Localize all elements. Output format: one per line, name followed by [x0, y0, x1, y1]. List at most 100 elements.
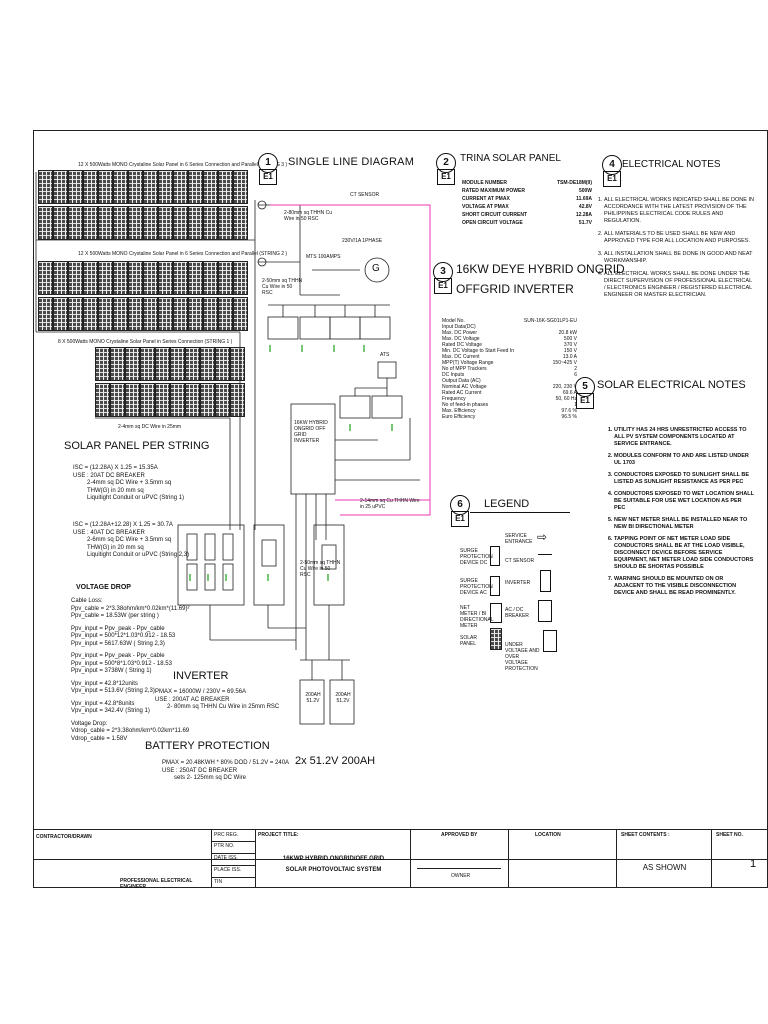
approved-cell: APPROVED BY OWNER — [411, 830, 509, 887]
detail-marker-2: 2 E1 — [436, 153, 456, 187]
spec-value: 51.7V — [578, 220, 592, 226]
solar-panel-icon — [203, 170, 218, 204]
divider — [212, 865, 256, 866]
solar-notes-list: UTILITY HAS 24 HRS UNRESTRICTED ACCESS T… — [600, 427, 754, 597]
note-item: CONDUCTORS EXPOSED TO WET LOCATION SHALL… — [614, 491, 754, 512]
solar-panel-icon — [170, 383, 185, 417]
calc-line: USE : 20AT DC BREAKER — [73, 472, 145, 479]
reg-label: TIN — [214, 879, 223, 885]
solar-panel-icon — [83, 261, 98, 295]
spec-label: SHORT CIRCUIT CURRENT — [462, 212, 527, 218]
contractor-cell: CONTRACTOR/DRAWN PROFESSIONAL ELECTRICAL… — [34, 830, 212, 890]
voltage-drop-title: VOLTAGE DROP — [76, 584, 131, 591]
detail-number: 6 — [450, 495, 470, 515]
wire-label-4: 2-14mm sq Cu THHN Wire in 25 uPVC — [360, 498, 420, 510]
calc-line: PMAX = 20.48KWH * 80% DOD / 51.2V = 240A — [162, 760, 290, 766]
approved-label: APPROVED BY — [441, 832, 478, 838]
mts-label: MTS 100AMPS — [306, 254, 341, 260]
spec-value: 11.69A — [576, 196, 592, 202]
calc-line: THW(G) in 20 mm sq — [87, 544, 144, 551]
calc-line: Ppv_cable = 18.53W (per string ) — [71, 613, 159, 619]
note-item: ALL ELECTRICAL WORKS SHALL BE DONE UNDER… — [604, 271, 754, 299]
solar-panel-icon — [158, 170, 173, 204]
spec-value: 97.6 % — [561, 408, 577, 414]
spec-label: Frequency — [442, 396, 466, 402]
spec-value: 220, 230 V — [552, 384, 577, 390]
solar-panel-icon — [113, 261, 128, 295]
spec-value: 12.28A — [575, 212, 592, 218]
solar-panel-icon — [200, 383, 215, 417]
detail-number: 2 — [436, 153, 456, 173]
note-item: NEW NET METER SHALL BE INSTALLED NEAR TO… — [614, 517, 754, 531]
spec-label: OPEN CIRCUIT VOLTAGE — [462, 220, 523, 226]
spec-label: Rated AC Current — [442, 390, 482, 396]
string3-row-b — [38, 206, 248, 240]
solar-panel-icon — [188, 206, 203, 240]
spec-value: 2 — [574, 366, 577, 372]
spec-value: SUN-16K-SG01LP1-EU — [523, 318, 577, 324]
spec-value: 69.6 A — [562, 390, 577, 396]
calc-line: Liquitight Conduit or uPVC (String 2,3) — [87, 552, 190, 558]
solar-panel-icon — [98, 206, 113, 240]
deye-spec-table: Model No.SUN-16K-SG01LP1-EU Input Data(D… — [442, 318, 577, 420]
solar-panel-icon — [53, 170, 68, 204]
detail-marker-1: 1 E1 — [258, 153, 278, 187]
solar-panel-icon — [173, 206, 188, 240]
solar-panel-icon — [185, 347, 200, 381]
string1-row-b — [95, 383, 245, 417]
solar-panel-icon — [155, 383, 170, 417]
solar-panel-icon — [203, 261, 218, 295]
solar-panel-icon — [113, 297, 128, 331]
solar-panel-icon — [158, 297, 173, 331]
solar-panel-icon — [155, 347, 170, 381]
solar-panel-icon — [230, 383, 245, 417]
voltage-protection-icon — [543, 630, 557, 652]
registration-cell: PRC REG. PTR NO. DATE ISS. PLACE ISS. TI… — [212, 830, 256, 887]
calc-line: USE : 200AT AC BREAKER — [155, 696, 230, 703]
legend-label: SOLAR PANEL — [460, 635, 477, 647]
battery-a-label: 200AH 51.2V — [305, 692, 321, 704]
solar-panel-icon — [140, 383, 155, 417]
solar-panel-icon — [68, 297, 83, 331]
detail-number: 1 — [258, 153, 278, 173]
spec-value: 150~425 V — [552, 360, 577, 366]
solar-panel-icon — [125, 347, 140, 381]
spec-value: 150 V — [563, 348, 577, 354]
solar-panel-icon — [215, 383, 230, 417]
string-wire-label: 2-4mm sq DC Wire in 25mm — [118, 424, 182, 430]
calc-line: Ppv_input = Ppv_peak - Ppv_cable — [71, 625, 165, 632]
deye-title-line2: OFFGRID INVERTER — [456, 282, 574, 296]
project-title-label: PROJECT TITLE: — [258, 832, 299, 838]
ct-sensor-label: CT SENSOR — [350, 192, 380, 198]
detail-number: 4 — [602, 155, 622, 175]
solar-panel-icon — [218, 261, 233, 295]
solar-panel-icon — [218, 206, 233, 240]
spec-label: Min. DC Voltage to Start Feed In — [442, 348, 514, 354]
project-title-line2: SOLAR PHOTOVOLTAIC SYSTEM — [285, 867, 382, 873]
project-title-cell: PROJECT TITLE: 16KWP HYBRID ONGRID/OFF G… — [256, 830, 411, 887]
detail-marker-3: 3 E1 — [433, 262, 453, 296]
solar-panel-icon — [200, 347, 215, 381]
solar-panel-icon — [158, 261, 173, 295]
solar-panel-icon — [38, 297, 53, 331]
solar-panel-icon — [53, 297, 68, 331]
spec-value: 42.8V — [578, 204, 592, 210]
solar-panel-icon — [128, 297, 143, 331]
sheet-ref: E1 — [451, 511, 469, 527]
spec-label: Max. Efficiency — [442, 408, 476, 414]
wire-label-2: 2-50mm sq THHN Cu Wire in 50 RSC — [262, 278, 303, 296]
solar-panel-icon — [233, 297, 248, 331]
solar-panel-icon — [218, 170, 233, 204]
ct-sensor-icon — [538, 554, 552, 555]
calc-line: Voltage Drop: — [71, 720, 108, 727]
spec-label: Input Data(DC) — [442, 324, 476, 330]
solar-panel-icon — [203, 297, 218, 331]
solar-panel-icon — [203, 206, 218, 240]
battery-protection-title: BATTERY PROTECTION — [145, 740, 270, 752]
solar-panel-icon — [233, 206, 248, 240]
string1-label: 8 X 500Watts MONO Crystaline Solar Panel… — [58, 339, 233, 345]
string2-label: 12 X 500Watts MONO Crystaline Solar Pane… — [78, 251, 288, 257]
detail-marker-5: 5 E1 — [575, 377, 595, 411]
calc-line: Cable Loss: — [71, 598, 103, 604]
